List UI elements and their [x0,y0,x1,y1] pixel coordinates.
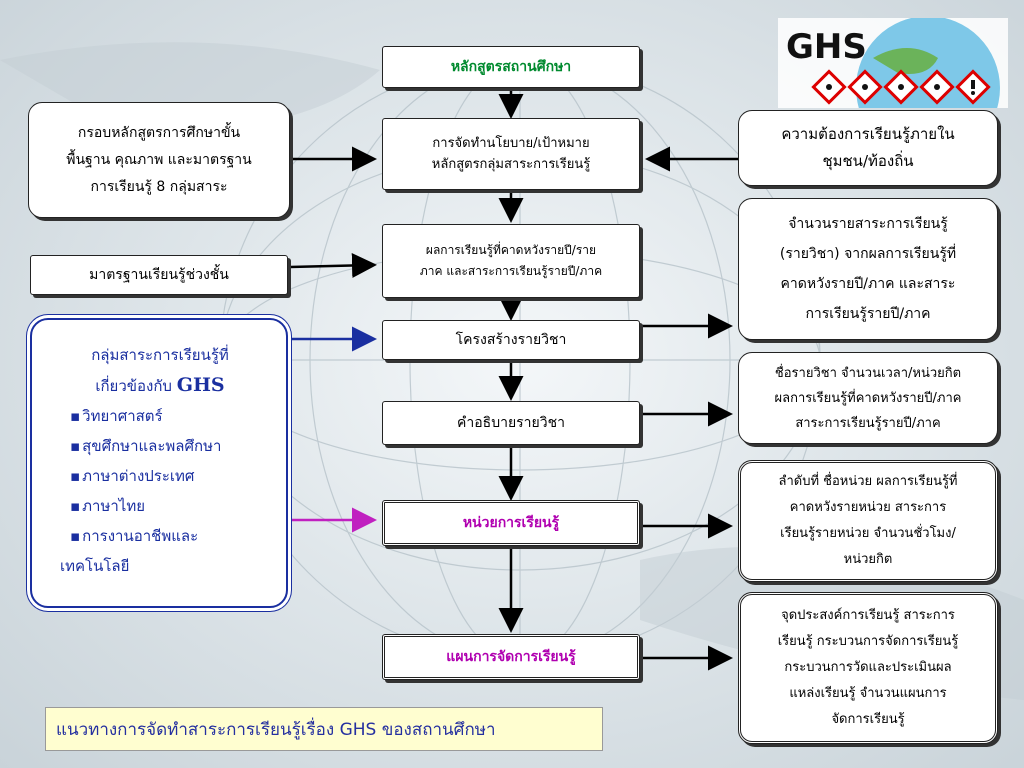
node-ghs-subjects: กลุ่มสาระการเรียนรู้ที่ เกี่ยวข้องกับ GH… [30,318,288,608]
node-unit-details-line: เรียนรู้รายหน่วย จำนวนชั่วโมง/ [780,526,956,541]
ghs-subject-item: วิทยาศาสตร์ [70,401,272,431]
ghs-heading: กลุ่มสาระการเรียนรู้ที่ เกี่ยวข้องกับ GH… [48,340,272,401]
ghs-logo: GHS [778,16,1008,160]
ghs-subject-item: การงานอาชีพและ [70,521,272,551]
node-structure-label: โครงสร้างรายวิชา [455,331,567,348]
node-plan-label: แผนการจัดการเรียนรู้ [446,648,576,665]
node-community-line: ชุมชน/ท้องถิ่น [822,152,914,170]
ghs-subject-item: ภาษาต่างประเทศ [70,461,272,491]
node-unit-details-line: ลำดับที่ ชื่อหน่วย ผลการเรียนรู้ที่ [778,474,958,489]
node-standards: มาตรฐานเรียนรู้ช่วงชั้น [30,255,288,295]
node-community: ความต้องการเรียนรู้ภายใน ชุมชน/ท้องถิ่น [738,110,998,186]
node-plan-details-line: แหล่งเรียนรู้ จำนวนแผนการ [789,686,947,701]
node-structure: โครงสร้างรายวิชา [382,320,640,360]
node-framework-line: การเรียนรู้ 8 กลุ่มสาระ [90,178,228,195]
node-plan-details-line: เรียนรู้ กระบวนการจัดการเรียนรู้ [777,634,959,649]
node-framework-line: กรอบหลักสูตรการศึกษาขั้น [77,124,241,141]
node-plan-details-line: จัดการเรียนรู้ [831,712,905,727]
node-subject-count: จำนวนรายสาระการเรียนรู้ (รายวิชา) จากผลก… [738,198,998,340]
node-standards-label: มาตรฐานเรียนรู้ช่วงชั้น [89,266,229,283]
footer-caption-text: แนวทางการจัดทำสาระการเรียนรู้เรื่อง GHS … [56,719,496,740]
node-outcomes-line: ผลการเรียนรู้ที่คาดหวังรายปี/ราย [425,243,597,257]
node-curriculum-label: หลักสูตรสถานศึกษา [450,58,572,75]
node-policy: การจัดทำนโยบาย/เป้าหมาย หลักสูตรกลุ่มสาร… [382,118,640,190]
node-framework: กรอบหลักสูตรการศึกษาขั้น พื้นฐาน คุณภาพ … [28,102,290,218]
node-description-label: คำอธิบายรายวิชา [457,414,565,431]
node-curriculum: หลักสูตรสถานศึกษา [382,46,640,88]
ghs-subject-item: ภาษาไทย [70,491,272,521]
node-outcomes-line: ภาค และสาระการเรียนรู้รายปี/ภาค [419,264,603,278]
node-community-line: ความต้องการเรียนรู้ภายใน [781,125,955,143]
node-plan-details: จุดประสงค์การเรียนรู้ สาระการ เรียนรู้ ก… [738,592,998,744]
node-plan-details-line: จุดประสงค์การเรียนรู้ สาระการ [781,608,955,623]
ghs-subject-item: สุขศึกษาและพลศึกษา [70,431,272,461]
footer-caption: แนวทางการจัดทำสาระการเรียนรู้เรื่อง GHS … [45,707,603,751]
node-course-info-line: ชื่อรายวิชา จำนวนเวลา/หน่วยกิต [774,365,962,381]
node-plan: แผนการจัดการเรียนรู้ [382,634,640,680]
node-plan-details-line: กระบวนการวัดและประเมินผล [784,660,952,675]
ghs-heading-line: เกี่ยวข้องกับ [95,377,172,395]
node-subject-count-line: จำนวนรายสาระการเรียนรู้ [788,216,948,232]
node-description: คำอธิบายรายวิชา [382,401,640,445]
node-policy-line: หลักสูตรกลุ่มสาระการเรียนรู้ [431,157,591,172]
node-subject-count-line: คาดหวังรายปี/ภาค และสาระ [780,276,956,292]
node-unit-details-line: หน่วยกิต [843,552,893,567]
ghs-heading-line: กลุ่มสาระการเรียนรู้ที่ [91,346,229,364]
node-course-info-line: สาระการเรียนรู้รายปี/ภาค [795,415,941,431]
node-unit: หน่วยการเรียนรู้ [382,500,640,546]
node-policy-line: การจัดทำนโยบาย/เป้าหมาย [432,136,590,151]
node-course-info-line: ผลการเรียนรู้ที่คาดหวังรายปี/ภาค [774,390,962,406]
node-unit-label: หน่วยการเรียนรู้ [462,514,560,531]
node-unit-details: ลำดับที่ ชื่อหน่วย ผลการเรียนรู้ที่ คาดห… [738,460,998,582]
node-framework-line: พื้นฐาน คุณภาพ และมาตรฐาน [66,151,252,168]
node-unit-details-line: คาดหวังรายหน่วย สาระการ [789,500,947,515]
ghs-heading-word: GHS [176,374,225,396]
arrow-standards-to-outcomes [289,252,377,278]
ghs-logo-text: GHS [786,27,867,67]
node-course-info: ชื่อรายวิชา จำนวนเวลา/หน่วยกิต ผลการเรีย… [738,352,998,444]
node-subject-count-line: การเรียนรู้รายปี/ภาค [805,306,931,322]
node-subject-count-line: (รายวิชา) จากผลการเรียนรู้ที่ [779,246,957,262]
node-outcomes: ผลการเรียนรู้ที่คาดหวังรายปี/ราย ภาค และ… [382,224,640,298]
ghs-subject-item-cont: เทคโนโลยี [60,557,130,575]
